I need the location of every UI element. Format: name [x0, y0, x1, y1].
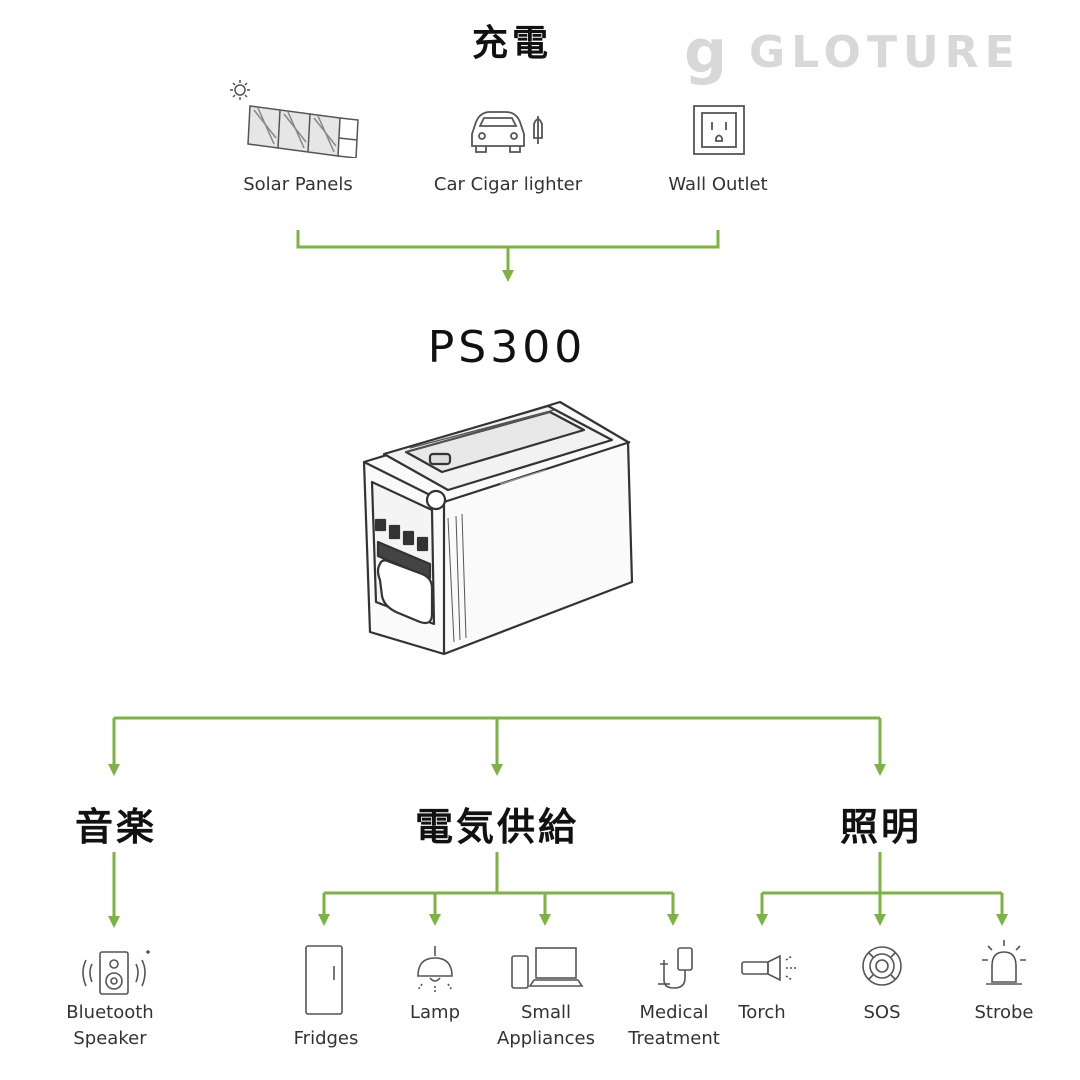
torch-icon [741, 954, 796, 982]
output-label-strobe: Strobe [974, 1002, 1034, 1023]
wall-outlet-icon [693, 105, 745, 155]
charging-heading: 充電 [471, 23, 553, 64]
product-model-title: PS300 [427, 322, 587, 373]
speaker-icon [82, 950, 150, 995]
power-station-icon [362, 400, 634, 656]
appliances-icon [511, 947, 584, 989]
solar-panel-icon [230, 80, 359, 158]
connector-charge-bracket [296, 230, 720, 249]
category-heading-power-supply: 電気供給 [414, 805, 580, 849]
medical-icon [658, 947, 693, 989]
output-label-torch: Torch [738, 1002, 786, 1023]
source-label-wall: Wall Outlet [668, 174, 768, 195]
car-icon [471, 111, 543, 153]
fridge-icon [305, 945, 343, 1015]
brand-name: GLOTURE [748, 26, 1021, 78]
category-heading-lighting: 照明 [839, 805, 923, 849]
source-label-car: Car Cigar lighter [433, 174, 583, 195]
output-label-lamp: Lamp [409, 1002, 461, 1023]
category-heading-music: 音楽 [74, 805, 158, 849]
source-label-solar: Solar Panels [243, 174, 353, 195]
output-label-sos: SOS [863, 1002, 901, 1023]
strobe-icon [982, 940, 1026, 985]
lamp-icon [417, 946, 453, 994]
brand-watermark: g GLOTURE [684, 22, 1021, 82]
sos-icon [862, 946, 902, 986]
brand-logo-mark: g [684, 17, 733, 87]
output-label-fridges: Fridges [293, 1028, 359, 1049]
